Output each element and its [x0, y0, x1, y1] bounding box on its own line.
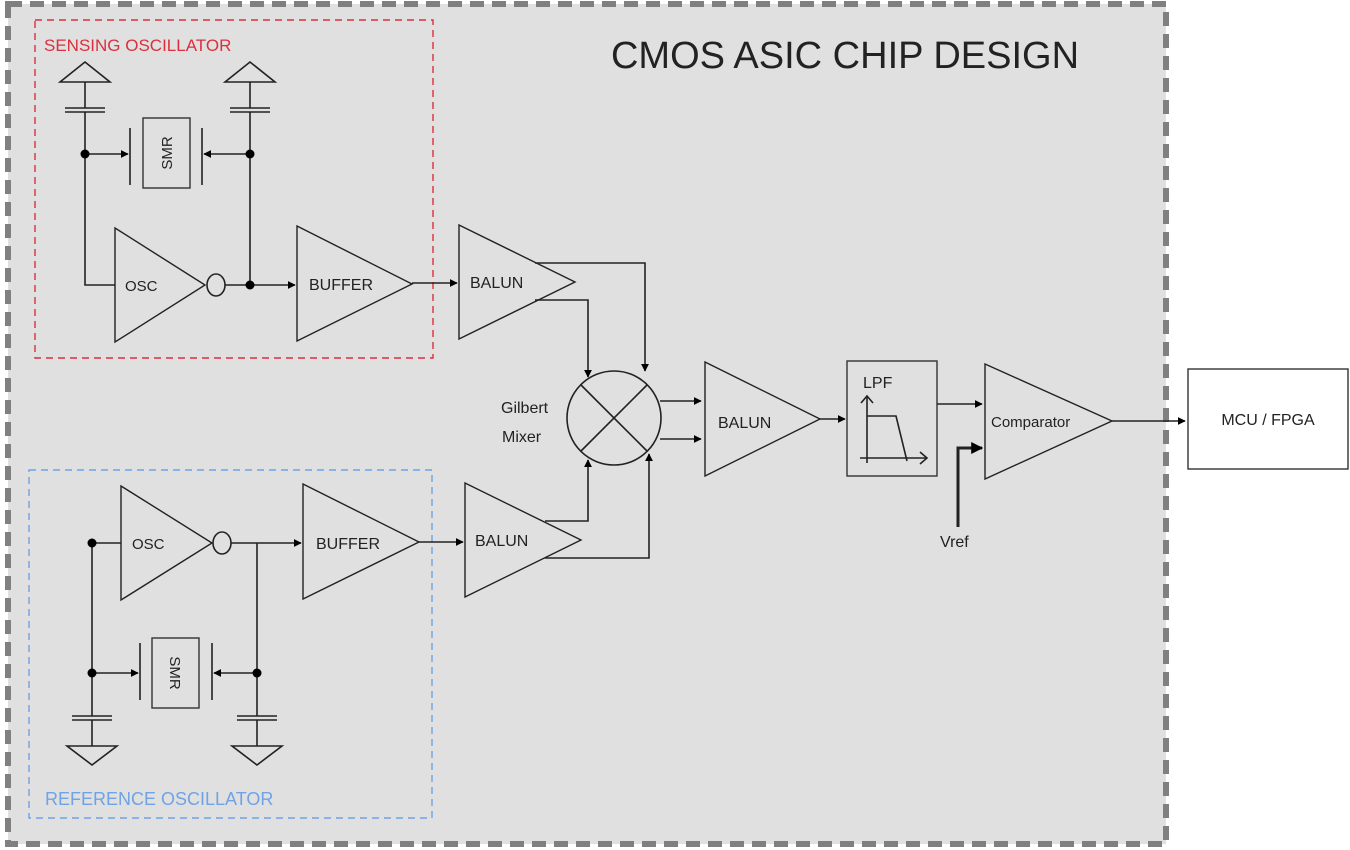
sensing-buffer-label: BUFFER: [309, 277, 373, 294]
reference-buffer-label: BUFFER: [316, 536, 380, 553]
reference-osc-block: [120, 484, 214, 602]
sensing-balun-block: [458, 223, 577, 341]
output-balun-block: [704, 360, 822, 478]
reference-smr-label: SMR: [166, 656, 183, 690]
sensing-oscillator-group: SENSING OSCILLATOR SMR OSC BUFFER: [34, 19, 434, 359]
mixer-cross-icon: [580, 384, 648, 452]
lpf-label: LPF: [863, 375, 893, 392]
junction-dot: [245, 280, 255, 290]
comparator-block: [984, 362, 1114, 481]
comparator-label: Comparator: [991, 414, 1070, 431]
mcu-fpga-block: [1187, 368, 1349, 470]
reference-buffer-block: [302, 482, 421, 601]
sensing-balun-label: BALUN: [470, 275, 523, 292]
chip-title: CMOS ASIC CHIP DESIGN: [611, 35, 1079, 77]
sensing-group-label: SENSING OSCILLATOR: [44, 36, 231, 55]
reference-group-label: REFERENCE OSCILLATOR: [45, 789, 273, 809]
junction-dot: [87, 668, 97, 678]
ground-icon: [64, 745, 120, 767]
sensing-buffer-block: [296, 224, 414, 343]
sensing-smr-block: [142, 117, 191, 189]
junction-dot: [80, 149, 90, 159]
mcu-fpga-label: MCU / FPGA: [1221, 412, 1315, 429]
vref-label: Vref: [940, 534, 969, 551]
ground-icon: [229, 745, 285, 767]
lpf-block: LPF: [846, 360, 938, 477]
gilbert-mixer: Gilbert Mixer: [501, 370, 662, 466]
lowpass-response-icon: [860, 394, 929, 465]
mixer-label-line2: Mixer: [502, 429, 542, 446]
mixer-label-line1: Gilbert: [501, 400, 549, 417]
junction-dot: [87, 538, 97, 548]
junction-dot: [252, 668, 262, 678]
reference-group-border: [28, 469, 433, 819]
reference-oscillator-group: REFERENCE OSCILLATOR OSC BUFFER SMR: [28, 469, 433, 819]
reference-balun-label: BALUN: [475, 533, 528, 550]
sensing-smr-label: SMR: [159, 136, 176, 170]
output-balun-label: BALUN: [718, 415, 771, 432]
sensing-osc-label: OSC: [125, 278, 158, 295]
chip-boundary: [5, 1, 1169, 847]
junction-dot: [245, 149, 255, 159]
sensing-osc-block: [114, 226, 207, 344]
reference-smr-block: [151, 637, 200, 709]
reference-balun-block: [464, 481, 583, 599]
sensing-group-border: [34, 19, 434, 359]
reference-osc-label: OSC: [132, 536, 165, 553]
